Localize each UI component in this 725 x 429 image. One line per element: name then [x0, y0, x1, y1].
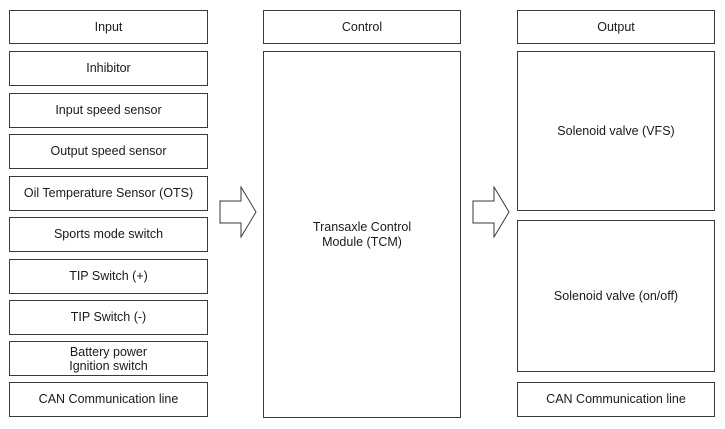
input-item-can-communication-line: CAN Communication line [9, 382, 208, 417]
transaxle-control-module: Transaxle Control Module (TCM) [263, 51, 461, 418]
input-header: Input [9, 10, 208, 44]
output-item-solenoid-valve-vfs: Solenoid valve (VFS) [517, 51, 715, 211]
input-item-tip-switch-plus: TIP Switch (+) [9, 259, 208, 294]
output-header: Output [517, 10, 715, 44]
right-arrow-icon [219, 186, 259, 238]
input-item-output-speed-sensor: Output speed sensor [9, 134, 208, 169]
input-item-oil-temperature-sensor: Oil Temperature Sensor (OTS) [9, 176, 208, 211]
input-item-inhibitor: Inhibitor [9, 51, 208, 86]
right-arrow-icon [472, 186, 512, 238]
input-item-battery-ignition: Battery power Ignition switch [9, 341, 208, 376]
control-header: Control [263, 10, 461, 44]
input-item-tip-switch-minus: TIP Switch (-) [9, 300, 208, 335]
output-item-can-communication-line: CAN Communication line [517, 382, 715, 417]
output-item-solenoid-valve-on-off: Solenoid valve (on/off) [517, 220, 715, 372]
input-item-sports-mode-switch: Sports mode switch [9, 217, 208, 252]
input-item-input-speed-sensor: Input speed sensor [9, 93, 208, 128]
